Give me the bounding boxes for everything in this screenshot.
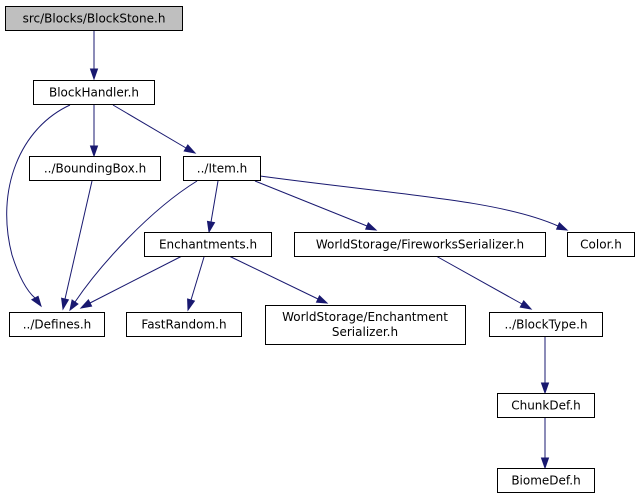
edge-blocktype-to-chunkdef bbox=[540, 337, 550, 395]
edge-blockhandler-to-boundingbox bbox=[89, 105, 99, 158]
edge-enchantments-to-enchantser bbox=[228, 255, 329, 304]
node-label-blockstone: src/Blocks/BlockStone.h bbox=[23, 12, 166, 26]
node-label-fastrandom: FastRandom.h bbox=[141, 318, 226, 332]
edge-blockstone-to-blockhandler bbox=[89, 31, 99, 81]
edge-blockhandler-to-defines bbox=[6, 104, 71, 308]
edge-fireworks-to-blocktype bbox=[435, 255, 533, 310]
node-label-enchantser-line-1: WorldStorage/Enchantment bbox=[282, 310, 448, 324]
edge-item-to-color bbox=[259, 175, 569, 231]
edge-enchantments-to-defines bbox=[79, 254, 185, 309]
node-label-blockhandler: BlockHandler.h bbox=[49, 86, 139, 100]
node-label-item: ../Item.h bbox=[197, 162, 247, 176]
edge-chunkdef-to-biomedef bbox=[540, 418, 550, 470]
node-label-color: Color.h bbox=[580, 238, 622, 252]
edges-layer bbox=[6, 31, 569, 470]
edge-item-to-defines bbox=[69, 180, 198, 312]
node-label-fireworks: WorldStorage/FireworksSerializer.h bbox=[316, 238, 524, 252]
node-label-blocktype: ../BlockType.h bbox=[504, 318, 587, 332]
edge-item-to-enchantments bbox=[206, 180, 219, 234]
edge-boundingbox-to-defines bbox=[61, 180, 93, 311]
node-boundingbox[interactable]: ../BoundingBox.h bbox=[29, 156, 161, 181]
edge-enchantments-to-fastrandom bbox=[187, 256, 205, 312]
node-chunkdef[interactable]: ChunkDef.h bbox=[497, 393, 595, 418]
node-blockhandler[interactable]: BlockHandler.h bbox=[33, 80, 155, 105]
node-blocktype[interactable]: ../BlockType.h bbox=[489, 312, 603, 337]
node-label-boundingbox: ../BoundingBox.h bbox=[44, 162, 146, 176]
node-blockstone[interactable]: src/Blocks/BlockStone.h bbox=[5, 6, 183, 31]
node-label-chunkdef: ChunkDef.h bbox=[511, 399, 581, 413]
node-enchantser[interactable]: WorldStorage/Enchantment Serializer.h bbox=[265, 305, 466, 345]
node-item[interactable]: ../Item.h bbox=[183, 156, 261, 181]
edge-blockhandler-to-item bbox=[112, 104, 197, 154]
node-fastrandom[interactable]: FastRandom.h bbox=[126, 312, 242, 337]
node-label-enchantments: Enchantments.h bbox=[159, 238, 257, 252]
node-enchantments[interactable]: Enchantments.h bbox=[144, 232, 272, 257]
nodes-layer: src/Blocks/BlockStone.h BlockHandler.h .… bbox=[5, 6, 635, 493]
node-biomedef[interactable]: BiomeDef.h bbox=[497, 468, 595, 493]
node-defines[interactable]: ../Defines.h bbox=[9, 312, 105, 337]
node-label-enchantser-line-2: Serializer.h bbox=[332, 325, 398, 339]
node-fireworks[interactable]: WorldStorage/FireworksSerializer.h bbox=[294, 232, 546, 257]
node-label-biomedef: BiomeDef.h bbox=[511, 474, 580, 488]
node-label-defines: ../Defines.h bbox=[23, 318, 92, 332]
node-color[interactable]: Color.h bbox=[567, 232, 635, 257]
edge-item-to-fireworks bbox=[254, 180, 378, 231]
